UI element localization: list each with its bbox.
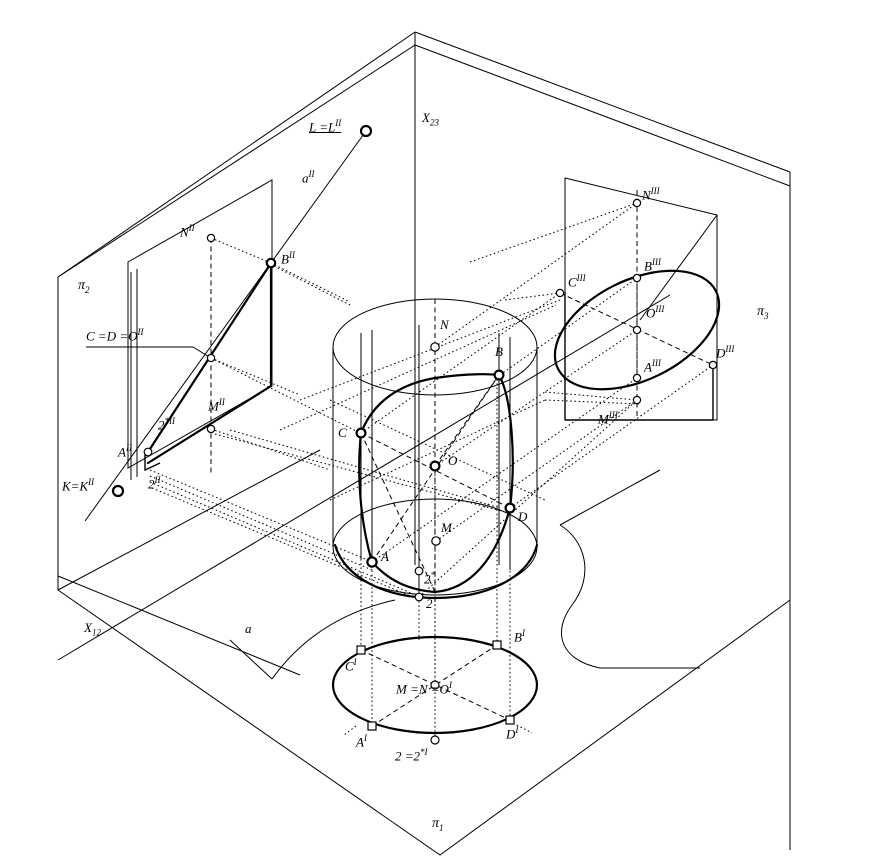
point-label-K: K=KII [62,477,95,494]
trace-a2 [84,130,367,522]
point-label-A: A [381,549,389,564]
point-label-D1: DI [506,725,519,742]
point-label-A2: AII [118,443,132,460]
pi1-projection-ellipse [331,635,539,735]
point-label-N2: NII [180,223,195,240]
point-label-B3: BIII [644,257,661,274]
point-label-L: L =LII [309,118,342,135]
plane-label-pi3: π3 [757,304,769,321]
plane-a-right-edge [559,524,601,669]
point-label-M: M [441,520,452,535]
plane-label-pi2: π2 [78,278,90,295]
point-label-MNO1: M =N =OI [396,680,452,697]
point-label-D3: DIII [716,344,735,361]
trace-a-boundary [271,599,396,680]
point-label-D: D [518,509,528,524]
point-label-C3: CIII [568,273,586,290]
point-label-ZZ1: 2 =2*I [395,747,428,764]
trihedron-frame [57,31,791,856]
axis-label-x23: X23 [422,110,439,128]
pi3-panel [279,177,721,598]
point-label-A3: AIII [644,358,661,375]
pi2-panel [127,179,506,601]
pi1-projection [331,375,539,740]
point-label-B: B [495,344,503,359]
axis-x12-line [57,575,301,676]
oblique-plane-a [84,130,700,680]
point-label-A1: AI [356,733,367,750]
point-label-C: C [338,425,347,440]
point-label-B1: BI [514,628,525,645]
point-label-CDO2: C =D =OII [86,327,144,344]
section-curve-front [358,431,512,594]
pi3-section-ellipse [553,269,721,391]
point-label-O: O [448,453,458,468]
cylinder-base-front-arc [333,543,539,600]
line-label-a: a [245,621,252,636]
point-label-B2: BII [281,250,295,267]
point-markers [111,124,718,745]
point-label-N: N [440,317,449,332]
point-label-M3: MIII [598,410,618,427]
leader-cdo2 [86,346,212,359]
point-label-Z2: 2II [148,475,161,492]
point-label-Zstar: 2* [424,570,435,587]
plane-label-pi1: π1 [432,816,444,833]
line-label-a2: aII [302,169,315,186]
section-ellipse-3d [329,373,546,600]
point-label-Z2star: 2*II [158,416,175,433]
point-label-N3: NIII [642,186,660,203]
point-label-M2: MII [208,397,225,414]
point-label-Z: 2 [426,596,433,611]
point-label-C1: CI [345,657,357,674]
section-curve-rear [359,373,501,435]
point-label-O3: OIII [646,304,665,321]
axis-label-x12: X12 [84,620,101,638]
